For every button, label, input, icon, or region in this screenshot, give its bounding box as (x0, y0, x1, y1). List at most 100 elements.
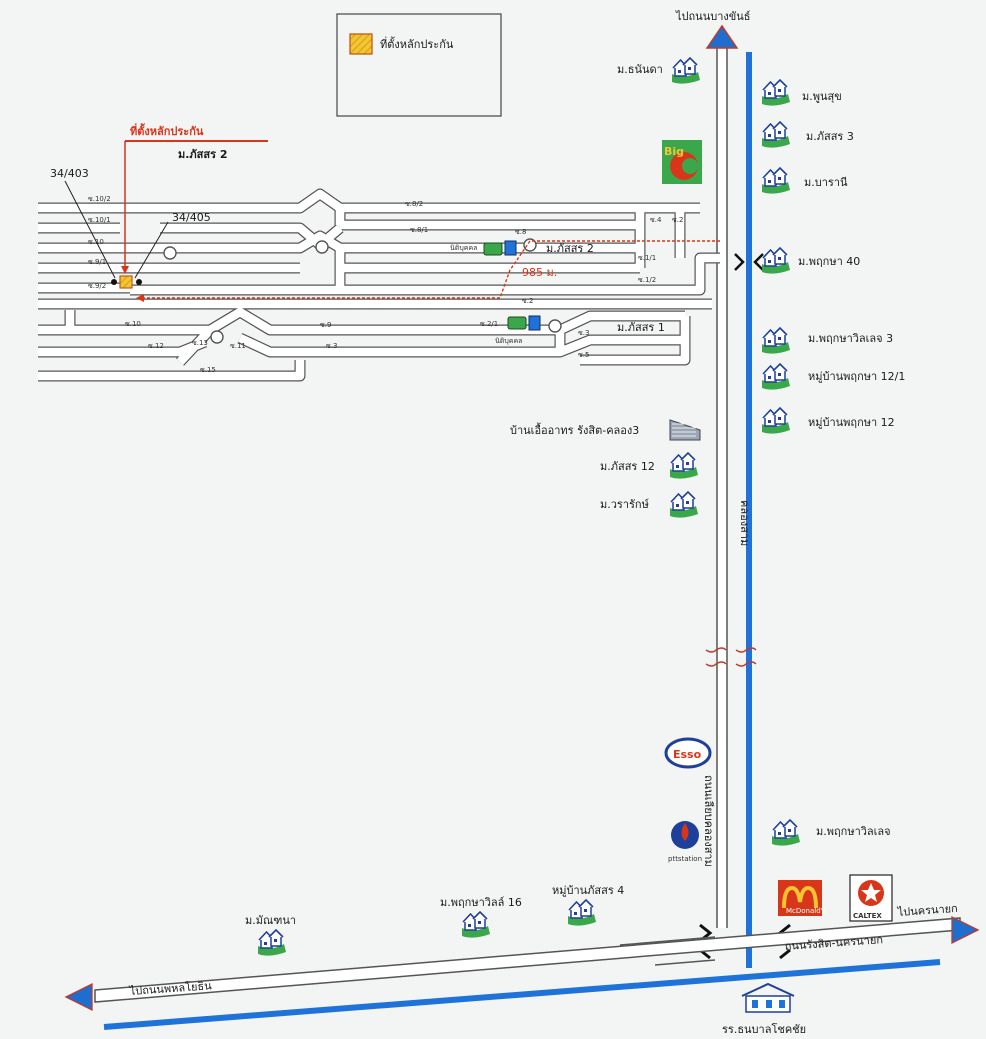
west-direction-label: ไปถนนพหลโยธิน (128, 978, 212, 998)
legend-box (336, 13, 502, 117)
caltex-label: CALTEX (853, 912, 882, 920)
house-icon (669, 491, 699, 519)
village-label: ม.ภัสสร 3 (806, 130, 854, 143)
village-label: ม.ธนันดา (617, 63, 663, 76)
village-label: ม.พฤกษาวิลล์ 16 (440, 896, 522, 909)
east-direction-label: ไปนครนายก (896, 902, 958, 919)
lot-left-number: 34/403 (50, 167, 89, 180)
canal-road-label-lower: ถนนเลียบคลองสาม (702, 775, 715, 867)
house-icon (761, 407, 791, 435)
village-label: หมู่บ้านพฤกษา 12/1 (808, 370, 905, 383)
soi-label: ซ.8 (515, 228, 526, 236)
road-break-mark (705, 647, 727, 667)
canal-break-mark (735, 647, 757, 667)
pattara1-gate-label: ม.ภัสสร 1 (617, 321, 665, 334)
juristic-office-icon (507, 316, 527, 330)
guardhouse-icon (504, 240, 517, 256)
village-name: ม.ภัสสร 2 (178, 148, 228, 161)
lot-dot (111, 279, 117, 285)
soi-label: ซ.9/1 (88, 258, 106, 266)
soi-label: ซ.9 (320, 321, 331, 329)
lot-left-leader (64, 180, 116, 279)
mcdonalds-label: McDonald's (786, 907, 827, 915)
legend-swatch (349, 33, 373, 55)
pattara2-gate-label: ม.ภัสสร 2 (546, 242, 594, 255)
village-label: ม.พฤกษาวิลเลจ (816, 825, 891, 838)
canal-south (103, 959, 941, 1030)
esso-logo-icon: Esso (664, 737, 712, 769)
soi-label: ซ.11 (230, 342, 246, 350)
bigc-label: Big (664, 145, 684, 158)
ptt-logo-icon: pttstation (668, 821, 702, 863)
juristic-office-label: นิติบุคคล (450, 244, 477, 252)
soi-label: ซ.1/2 (638, 276, 656, 284)
soi-label: ซ.15 (200, 366, 216, 374)
soi-label: ซ.2 (672, 216, 683, 224)
soi-label: ซ.10 (125, 320, 141, 328)
lot-dot (136, 279, 142, 285)
route-arrow-icon (136, 294, 144, 302)
village-label: ม.พูนสุข (802, 90, 842, 103)
road-rangsit-nakhon-nayok (94, 917, 961, 1003)
soi-label: ซ.8/2 (405, 200, 423, 208)
village-label: หมู่บ้านภัสสร 4 (552, 884, 624, 897)
upper-road-network (38, 188, 720, 296)
village-label: ม.พฤกษา 40 (798, 255, 860, 268)
house-icon (761, 247, 791, 275)
soi-label: ซ.1/1 (638, 254, 656, 262)
soi-label: ซ.2/1 (480, 320, 498, 328)
village-label: ม.บารานี (804, 176, 848, 189)
lower-road-network (38, 298, 712, 382)
lot-right-leader (134, 221, 169, 279)
east-arrow-icon (951, 915, 980, 945)
house-icon (671, 57, 701, 85)
bridge-icon (734, 253, 764, 271)
ptt-label: pttstation (668, 855, 702, 863)
legend-label: ที่ตั้งหลักประกัน (380, 36, 454, 51)
village-label: ม.วรารักษ์ (600, 498, 649, 511)
soi-label: ซ.13 (192, 339, 208, 347)
frontage-road (619, 936, 716, 966)
north-arrow-icon (705, 24, 739, 49)
mcdonalds-logo-icon: McDonald's (778, 880, 827, 916)
house-icon (761, 167, 791, 195)
caltex-logo-icon: CALTEX (849, 874, 893, 922)
school-icon (741, 982, 795, 1013)
house-icon (761, 363, 791, 391)
soi-label: ซ.12 (148, 342, 164, 350)
soi-label: ซ.3 (326, 342, 337, 350)
village-label: ม.พฤกษาวิลเลจ 3 (808, 332, 893, 345)
house-icon (461, 911, 491, 939)
road-north (716, 39, 728, 928)
soi-label: ซ.10/1 (88, 216, 111, 224)
house-icon (669, 452, 699, 480)
village-label: ม.มัณฑนา (245, 914, 296, 927)
soi-label: ซ.9/2 (88, 282, 106, 290)
house-icon (567, 899, 597, 927)
route-distance: 985 ม. (522, 266, 557, 279)
north-direction-label: ไปถนนบางขันธ์ (675, 10, 751, 23)
soi-label: ซ.4 (650, 216, 662, 224)
house-icon (761, 121, 791, 149)
village-label: หมู่บ้านพฤกษา 12 (808, 416, 895, 429)
house-icon (761, 79, 791, 107)
building-icon (669, 419, 701, 441)
location-title: ที่ตั้งหลักประกัน (130, 123, 204, 138)
canal-road-label-upper: คลองสาม (738, 500, 751, 546)
juristic-office-icon (483, 242, 503, 256)
elderly-home-label: บ้านเอื้ออาทร รังสิต-คลอง3 (510, 422, 639, 437)
bigc-logo-icon: Big (662, 140, 702, 184)
soi-label: ซ.10/2 (88, 195, 111, 203)
location-pointer-arrow (121, 266, 129, 274)
soi-label: ซ.3 (578, 329, 589, 337)
house-icon (761, 327, 791, 355)
house-icon (771, 819, 801, 847)
house-icon (257, 929, 287, 957)
route-path (138, 240, 720, 299)
village-label: ม.ภัสสร 12 (600, 460, 655, 473)
soi-label: ซ.8/1 (410, 226, 428, 234)
guardhouse-icon (528, 315, 541, 331)
juristic-office-label: นิติบุคคล (495, 337, 522, 345)
soi-label: ซ.2 (522, 297, 533, 305)
